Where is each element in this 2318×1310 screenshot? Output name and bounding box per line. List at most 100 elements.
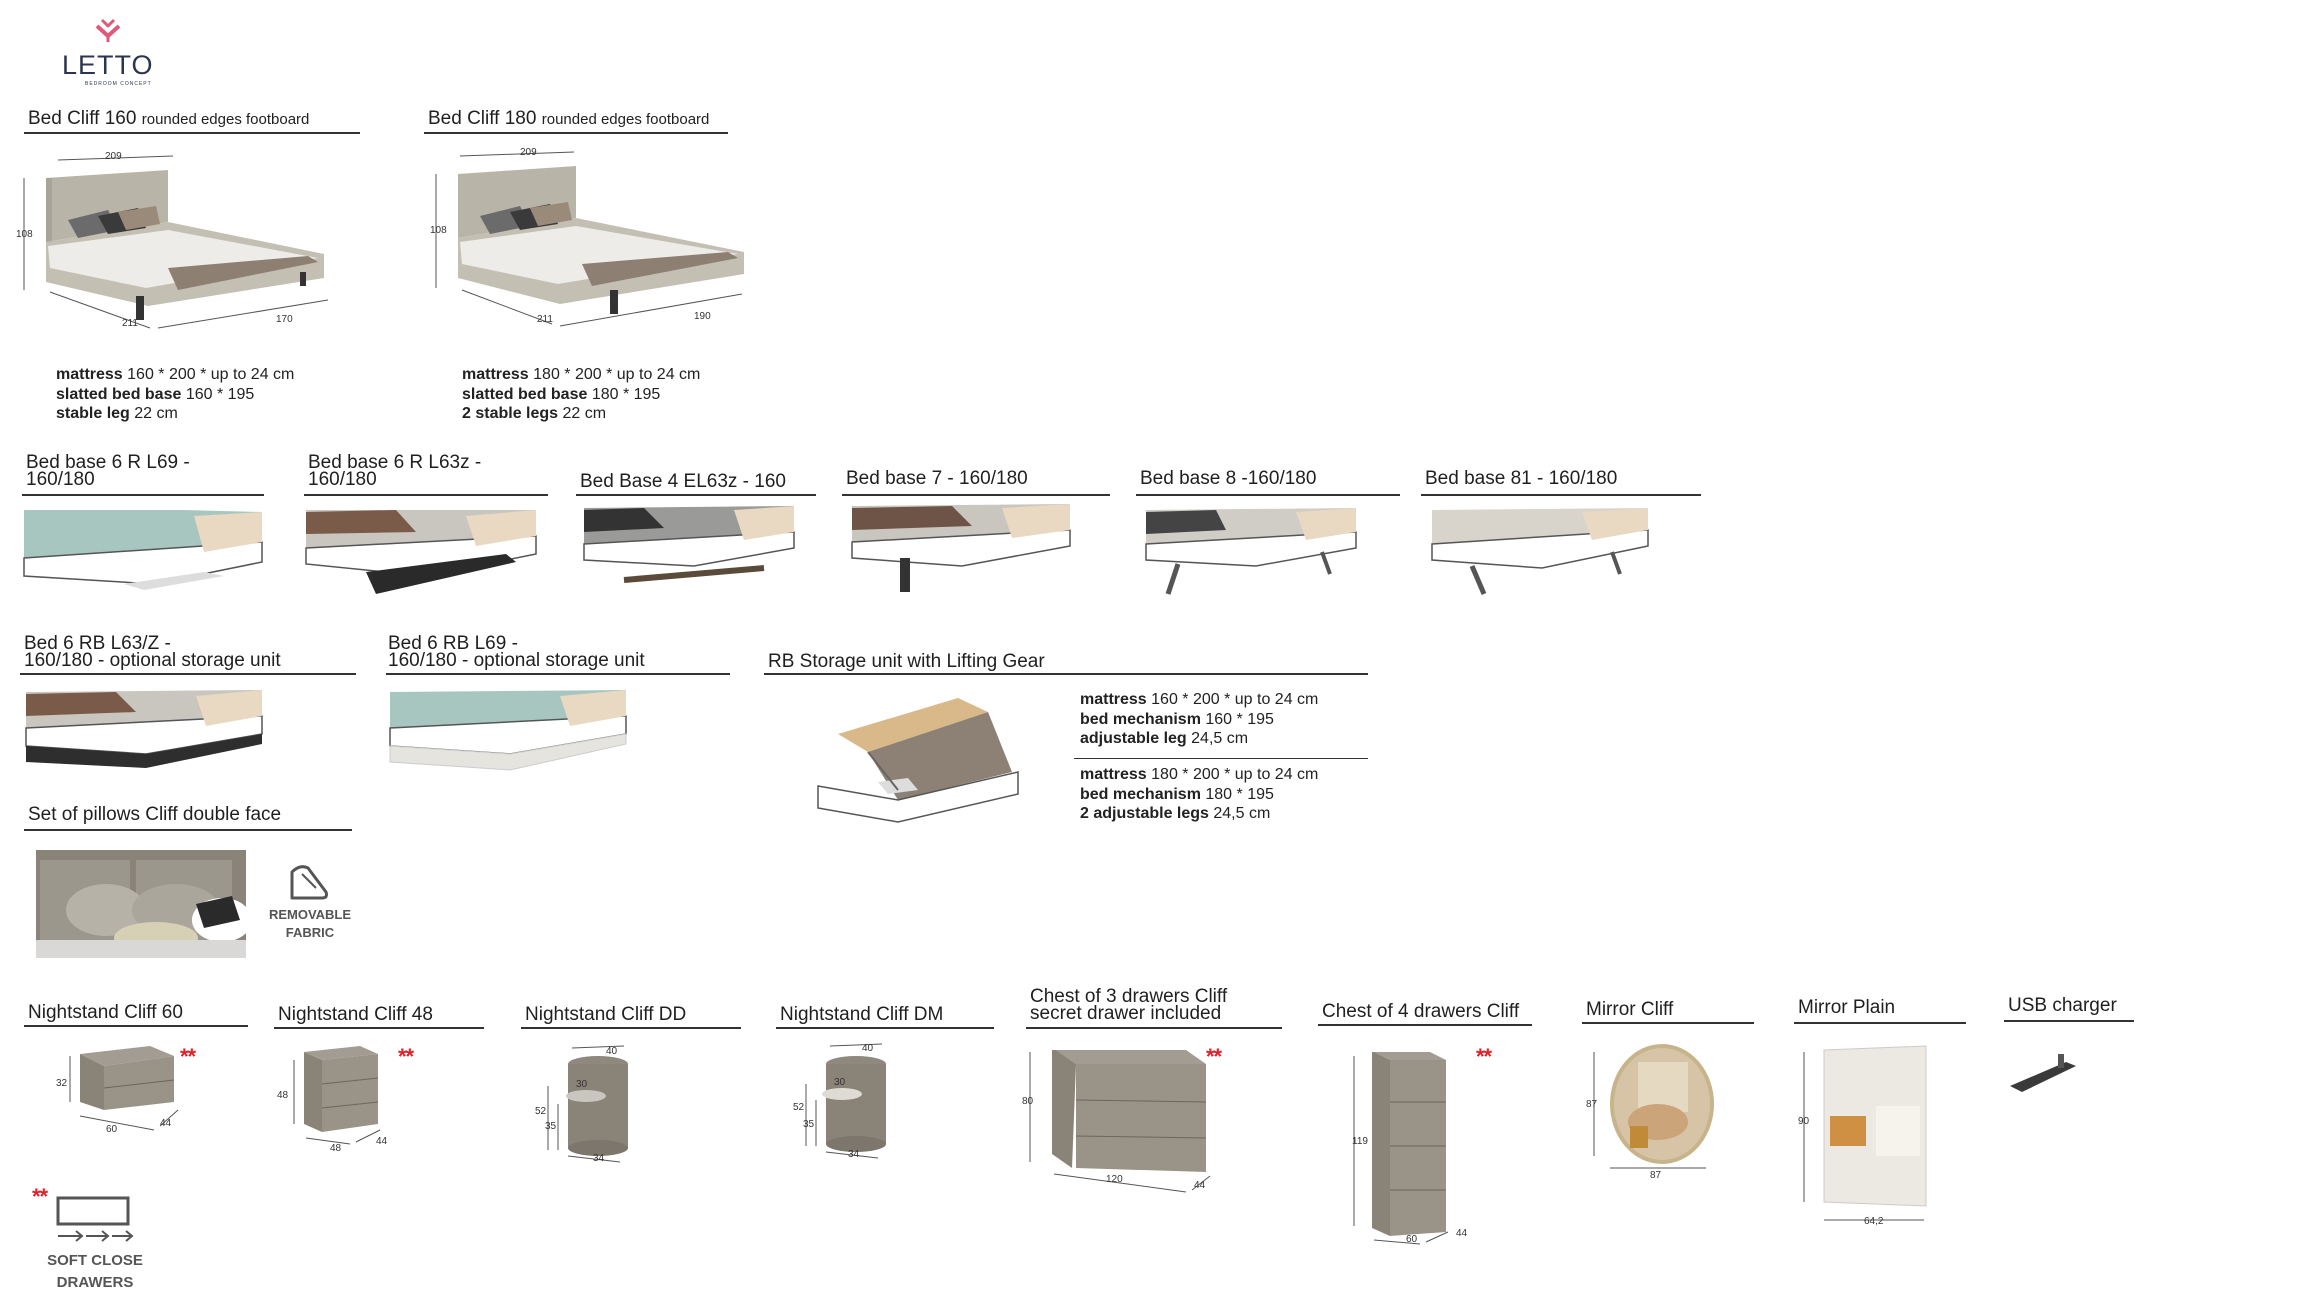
bed-base-81-title: Bed base 81 - 160/180 bbox=[1425, 468, 1618, 489]
dim-front: 211 bbox=[122, 318, 138, 329]
nightstand-cliff-48-drawing bbox=[293, 1046, 381, 1145]
section-rule bbox=[1074, 758, 1368, 759]
bed-base-4-el63z-drawing bbox=[583, 506, 795, 583]
dim-width: 40 bbox=[862, 1043, 874, 1054]
nightstand-cliff-60-drawing bbox=[69, 1046, 179, 1131]
chest-4-drawers-drawing bbox=[1353, 1052, 1449, 1245]
spec-line: bed mechanism 160 * 195 bbox=[1080, 710, 1274, 728]
nightstand-cliff-48-title: Nightstand Cliff 48 bbox=[278, 1004, 433, 1025]
rb-storage-title: RB Storage unit with Lifting Gear bbox=[768, 651, 1045, 672]
section-rule bbox=[424, 132, 728, 134]
bed-6rb-l63z-title: Bed 6 RB L63/Z -160/180 - optional stora… bbox=[24, 633, 281, 671]
section-rule bbox=[1026, 1027, 1282, 1029]
section-rule bbox=[842, 494, 1110, 496]
bed-base-4-el63z-title: Bed Base 4 EL63z - 160 bbox=[580, 471, 786, 492]
nightstand-cliff-dm-title: Nightstand Cliff DM bbox=[780, 1004, 944, 1025]
dim-depth: 44 bbox=[1456, 1228, 1468, 1239]
bed-cliff-180-specs: mattress 180 * 200 * up to 24 cm slatted… bbox=[462, 365, 700, 424]
mirror-plain-drawing bbox=[1803, 1045, 1927, 1221]
logo-icon bbox=[95, 18, 121, 42]
dim-width: 209 bbox=[105, 151, 122, 162]
section-rule bbox=[521, 1027, 741, 1029]
dim-width: 60 bbox=[106, 1124, 118, 1135]
nightstand-cliff-dd-title: Nightstand Cliff DD bbox=[525, 1004, 687, 1025]
soft-close-drawer-icon bbox=[56, 1196, 134, 1242]
dim-shelf: 35 bbox=[803, 1119, 815, 1130]
dim-front: 211 bbox=[537, 314, 553, 325]
dim-height: 80 bbox=[1022, 1096, 1034, 1107]
spec-line: stable leg 22 cm bbox=[56, 405, 178, 422]
section-rule bbox=[304, 494, 548, 496]
spec-line: slatted bed base 180 * 195 bbox=[462, 385, 661, 403]
bed-base-6r-l63z-title: Bed base 6 R L63z -160/180 bbox=[308, 452, 482, 490]
section-rule bbox=[2004, 1020, 2134, 1022]
section-rule bbox=[24, 132, 360, 134]
section-rule bbox=[24, 829, 352, 831]
bed-base-6r-l69-drawing bbox=[23, 510, 263, 590]
section-rule bbox=[1582, 1022, 1754, 1024]
bed-cliff-180-drawing bbox=[435, 151, 744, 327]
dim-depth: 34 bbox=[593, 1153, 605, 1164]
dim-width: 48 bbox=[330, 1143, 342, 1154]
spec-line: mattress 160 * 200 * up to 24 cm bbox=[1080, 691, 1319, 708]
removable-fabric-icon bbox=[290, 865, 328, 900]
bed-6rb-l69-drawing bbox=[389, 690, 627, 771]
section-rule bbox=[1421, 494, 1701, 496]
pillows-title: Set of pillows Cliff double face bbox=[28, 804, 282, 825]
mirror-plain-title: Mirror Plain bbox=[1798, 997, 1896, 1018]
usb-charger-icon bbox=[2010, 1054, 2076, 1092]
rb-storage-specs-160: mattress 160 * 200 * up to 24 cm bed mec… bbox=[1080, 690, 1318, 749]
dim-width: 60 bbox=[1406, 1234, 1418, 1245]
nightstand-cliff-dd-drawing bbox=[547, 1045, 628, 1163]
section-rule bbox=[274, 1027, 484, 1029]
bed-base-8-title: Bed base 8 -160/180 bbox=[1140, 468, 1317, 489]
spec-line: mattress 180 * 200 * up to 24 cm bbox=[1080, 766, 1319, 783]
dim-depth: 44 bbox=[160, 1118, 172, 1129]
dim-height: 52 bbox=[793, 1102, 805, 1113]
bed-base-7-drawing bbox=[851, 504, 1071, 592]
section-rule bbox=[576, 494, 816, 496]
bed-base-6r-l63z-drawing bbox=[305, 510, 537, 594]
spec-line: mattress 180 * 200 * up to 24 cm bbox=[462, 366, 701, 383]
nightstand-cliff-dm-drawing bbox=[805, 1043, 886, 1159]
nightstand-cliff-60-title: Nightstand Cliff 60 bbox=[28, 1002, 183, 1023]
section-rule bbox=[1794, 1022, 1966, 1024]
dim-depth: 34 bbox=[848, 1149, 860, 1160]
dim-width: 40 bbox=[606, 1046, 618, 1057]
rb-storage-specs-180: mattress 180 * 200 * up to 24 cm bed mec… bbox=[1080, 765, 1318, 824]
dim-width: 120 bbox=[1106, 1174, 1123, 1185]
usb-charger-title: USB charger bbox=[2008, 995, 2117, 1016]
bed-cliff-160-title: Bed Cliff 160 rounded edges footboard bbox=[28, 108, 310, 129]
spec-line: mattress 160 * 200 * up to 24 cm bbox=[56, 366, 295, 383]
section-rule bbox=[20, 673, 356, 675]
section-rule bbox=[1136, 494, 1400, 496]
dim-height: 108 bbox=[16, 229, 33, 240]
bed-6rb-l63z-drawing bbox=[25, 690, 263, 768]
spec-line: 2 adjustable legs 24,5 cm bbox=[1080, 805, 1271, 822]
spec-line: bed mechanism 180 * 195 bbox=[1080, 785, 1274, 803]
soft-close-legend-marker: ** bbox=[32, 1184, 48, 1209]
section-rule bbox=[776, 1027, 994, 1029]
dim-height: 108 bbox=[430, 225, 447, 236]
soft-close-marker: ** bbox=[1206, 1044, 1222, 1069]
dim-width: 64,2 bbox=[1864, 1216, 1884, 1227]
brand-tagline: BEDROOM CONCEPT bbox=[85, 81, 152, 87]
section-rule bbox=[22, 494, 264, 496]
soft-close-marker: ** bbox=[398, 1044, 414, 1069]
dim-inner: 30 bbox=[834, 1077, 846, 1088]
dim-width: 87 bbox=[1650, 1170, 1662, 1181]
rb-storage-drawing bbox=[817, 698, 1019, 823]
soft-close-marker: ** bbox=[1476, 1044, 1492, 1069]
bed-cliff-160-specs: mattress 160 * 200 * up to 24 cm slatted… bbox=[56, 365, 294, 424]
mirror-cliff-title: Mirror Cliff bbox=[1586, 999, 1674, 1020]
spec-line: slatted bed base 160 * 195 bbox=[56, 385, 255, 403]
section-rule bbox=[1318, 1024, 1532, 1026]
dim-inner: 30 bbox=[576, 1079, 588, 1090]
brand-name: LETTO bbox=[62, 50, 154, 80]
bed-base-8-drawing bbox=[1145, 508, 1357, 595]
bed-cliff-160-drawing bbox=[23, 155, 329, 329]
bed-cliff-180-title: Bed Cliff 180 rounded edges footboard bbox=[428, 108, 710, 129]
